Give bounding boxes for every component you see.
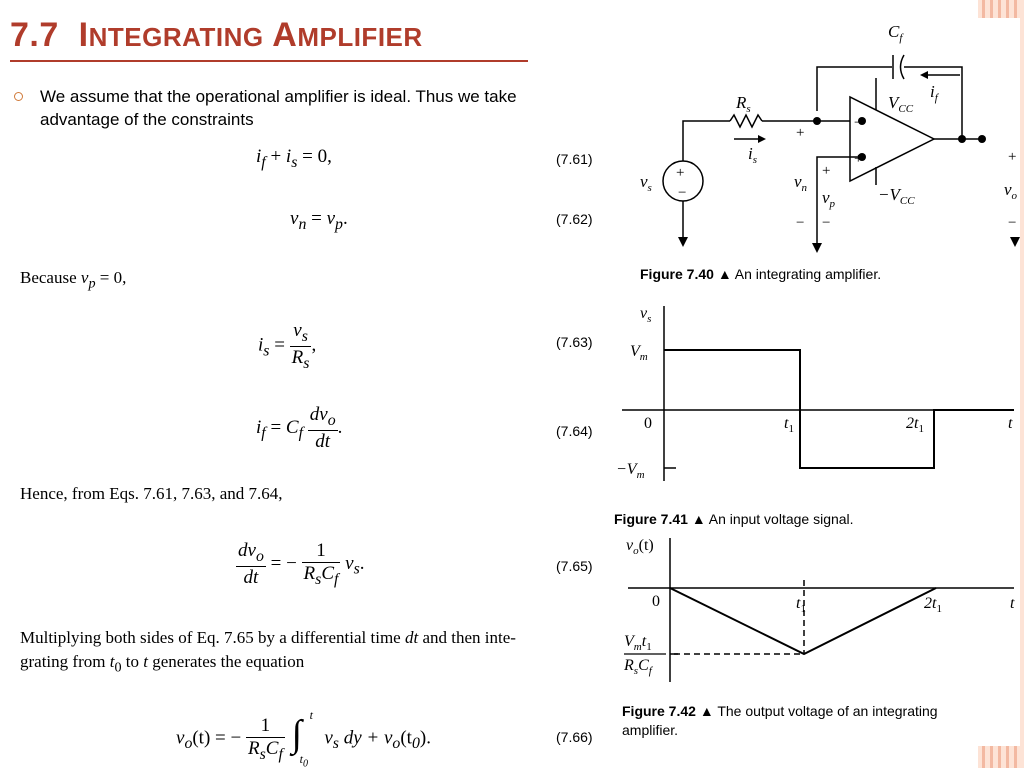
fig41-y-label: vs <box>640 305 651 325</box>
ground-arrow-noninv <box>812 243 822 253</box>
hence-line: Hence, from Eqs. 7.61, 7.63, and 7.64, <box>20 484 283 503</box>
vn-minus-sign: − <box>796 215 804 231</box>
title-underline <box>10 60 528 62</box>
title-word-1-initial: I <box>78 16 89 54</box>
multiply-paragraph: Multiplying both sides of Eq. 7.65 by a … <box>20 628 516 676</box>
noninv-plus-sign: + <box>822 163 830 179</box>
fig41-t-label: t <box>1008 415 1013 432</box>
figure-7-42-caption: Figure 7.42 ▲ The output voltage of an i… <box>622 703 938 738</box>
slide-title: 7.7 INTEGRATING AMPLIFIER <box>10 16 423 55</box>
output-plus-sign: + <box>1008 149 1016 165</box>
vs-label: vs <box>640 172 652 194</box>
ground-arrow-output <box>1010 237 1020 247</box>
figure-7-41-caption: Figure 7.41 ▲ An input voltage signal. <box>614 511 854 527</box>
fig42-t-label: t <box>1010 595 1015 612</box>
cf-label: Cf <box>888 22 904 44</box>
title-word-1-rest: NTEGRATING <box>88 22 264 52</box>
fig42-min-numerator: Vmt1 <box>624 633 652 653</box>
title-number: 7.7 <box>10 16 59 54</box>
fig42-y-label: vo(t) <box>626 537 654 557</box>
top-right-decoration <box>978 0 1024 18</box>
integrating-amplifier-circuit: Cf if Rs VCC −VCC is vs vn vp vo + − + −… <box>640 22 1020 253</box>
triangle-icon: ▲ <box>691 511 706 527</box>
bullet-circle-icon <box>14 92 23 101</box>
vn-label: vn <box>794 172 808 194</box>
triangle-icon: ▲ <box>717 266 732 282</box>
feedback-wire-right <box>904 66 963 141</box>
figure-7-41-input-signal: vs Vm −Vm 0 t1 2t1 t <box>616 305 1014 481</box>
vp-minus-sign: − <box>822 215 830 231</box>
fig42-zero-label: 0 <box>652 593 660 610</box>
equation-number-7-66: (7.66) <box>556 729 593 745</box>
figure-7-40-caption: Figure 7.40 ▲ An integrating amplifier. <box>640 266 882 282</box>
triangle-icon: ▲ <box>699 703 714 719</box>
fig42-t1-label: t1 <box>796 595 806 615</box>
fig41-vm-label: Vm <box>630 343 648 363</box>
because-line: Because vp = 0, <box>20 268 127 292</box>
equation-number-7-63: (7.63) <box>556 334 593 350</box>
fig41-t1-label: t1 <box>784 415 794 435</box>
fig42-min-denominator: RsCf <box>623 657 654 677</box>
output-minus-sign: − <box>1008 215 1016 231</box>
capacitor-plate-right <box>899 54 905 80</box>
fig41-2t1-label: 2t1 <box>906 415 924 435</box>
equation-number-7-64: (7.64) <box>556 423 593 439</box>
equation-number-7-62: (7.62) <box>556 211 593 227</box>
corner-stripes-top <box>978 0 1024 18</box>
if-arrow-head <box>920 71 928 79</box>
vcc-neg-label: −VCC <box>878 185 915 207</box>
vp-label: vp <box>822 188 836 210</box>
equation-number-7-65: (7.65) <box>556 558 593 574</box>
fig41-zero-label: 0 <box>644 415 652 432</box>
bottom-right-decoration <box>978 746 1024 768</box>
fig42-2t1-label: 2t1 <box>924 595 942 615</box>
ground-arrow-source <box>678 237 688 247</box>
vo-label: vo <box>1004 180 1018 202</box>
corner-stripes-bottom <box>978 746 1024 768</box>
title-word-2-initial: A <box>272 16 298 54</box>
noninverting-wire <box>816 156 862 245</box>
fig41-square-wave <box>664 349 1014 469</box>
bullet-text: We assume that the operational amplifier… <box>40 87 517 129</box>
vcc-pos-label: VCC <box>888 93 914 115</box>
if-label: if <box>930 82 940 104</box>
source-plus-sign: + <box>676 165 684 181</box>
is-label: is <box>748 144 757 166</box>
fig42-output-ramp <box>669 587 937 656</box>
source-minus-sign: − <box>678 185 686 201</box>
title-word-2-rest: MPLIFIER <box>297 22 423 52</box>
figure-7-42-output-voltage: vo(t) 0 t1 2t1 t Vmt1 RsCf <box>623 537 1015 682</box>
fig41-neg-vm-label: −Vm <box>616 461 645 481</box>
source-top-wire <box>682 120 730 161</box>
is-arrow-head <box>758 135 766 143</box>
opamp-plus-sign: + <box>854 151 862 167</box>
equation-7-62: vn = vp. <box>290 208 348 233</box>
resistor-rs <box>729 113 763 129</box>
inverting-plus-sign: + <box>796 125 804 141</box>
op-amp-triangle <box>849 95 936 183</box>
equation-number-7-61: (7.61) <box>556 151 593 167</box>
right-edge-decoration <box>1020 18 1024 750</box>
equation-7-61: if + is = 0, <box>256 146 332 171</box>
rs-label: Rs <box>735 93 751 115</box>
opamp-minus-sign: − <box>854 115 862 131</box>
feedback-wire-left <box>816 66 892 111</box>
circuit-junction-dots <box>678 71 1020 253</box>
